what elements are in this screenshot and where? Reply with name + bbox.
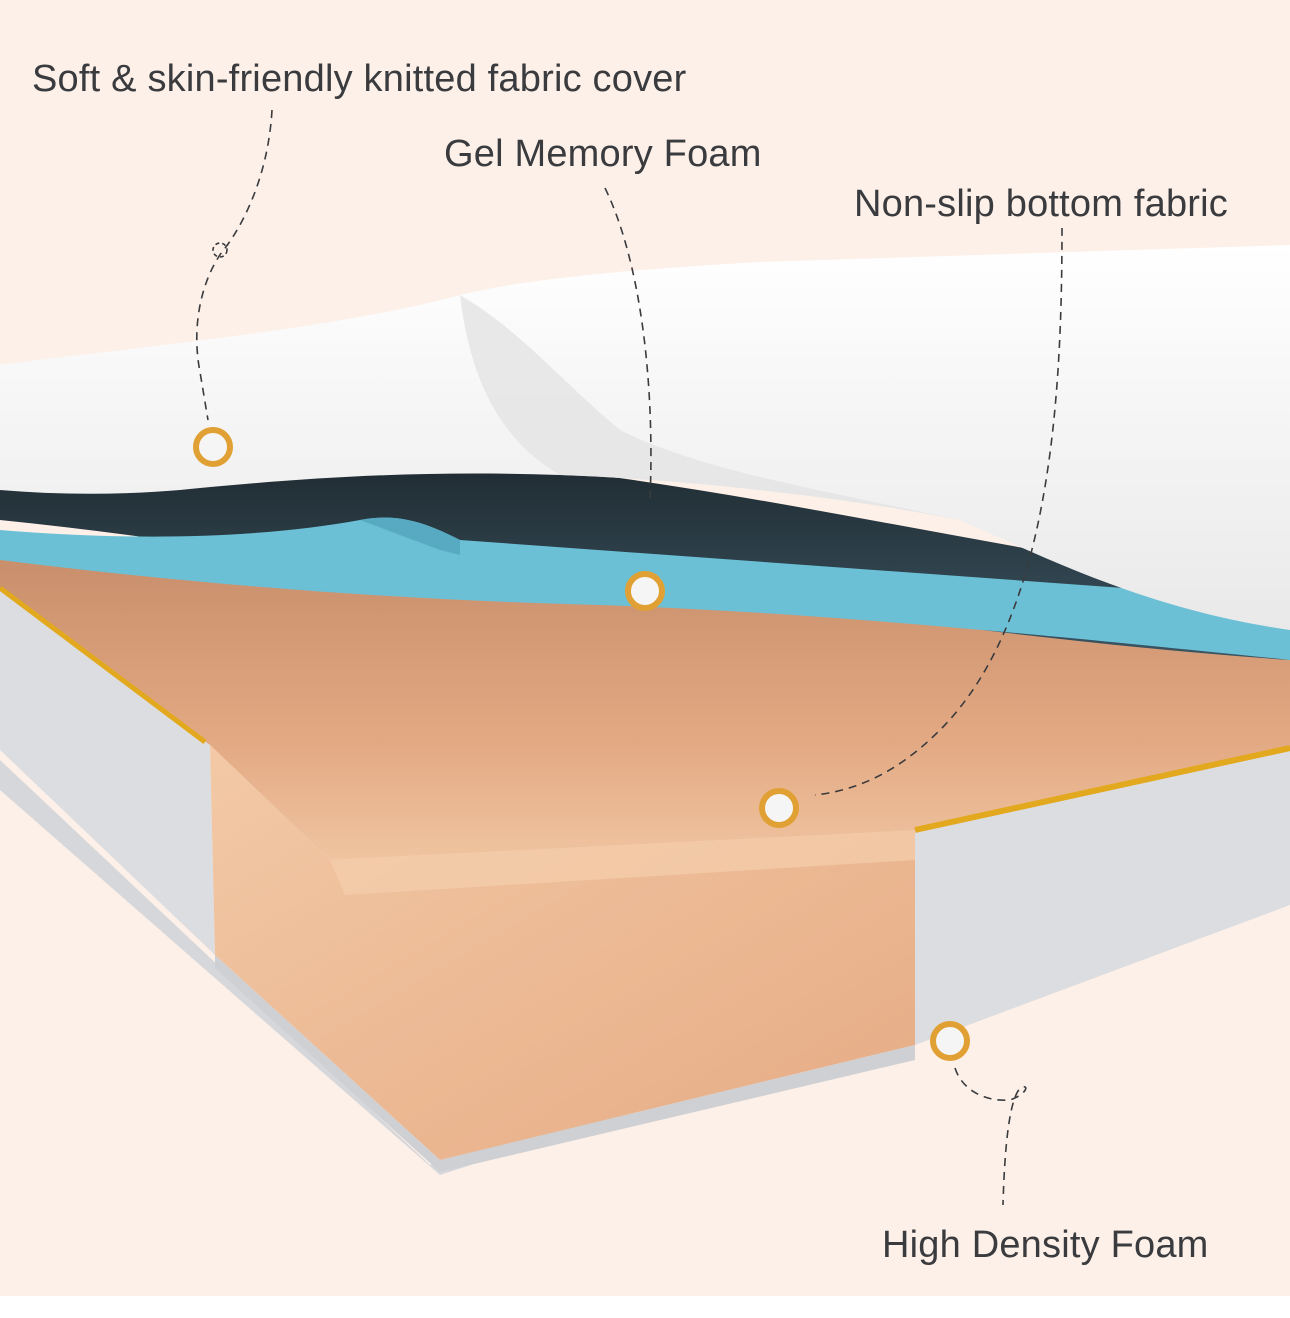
right-side-panel [915, 750, 1290, 1045]
leader-line-cover [196, 109, 273, 421]
leader-lines [196, 109, 1063, 1206]
bottom-fabric-shape [0, 760, 1290, 1175]
marker-gel-memory-foam [625, 571, 665, 611]
high-density-foam-top [0, 560, 1290, 860]
label-gel-memory-foam: Gel Memory Foam [444, 133, 762, 175]
cover-fold-shading [460, 295, 960, 520]
left-side-panel [0, 590, 215, 955]
leader-line-bottom [814, 227, 1063, 796]
left-zipper-trim [0, 586, 207, 744]
marker-knitted-cover [193, 427, 233, 467]
leader-line-gel [604, 187, 652, 501]
label-knitted-cover: Soft & skin-friendly knitted fabric cove… [32, 58, 687, 100]
gel-memory-foam-front [360, 517, 460, 555]
marker-high-density-foam [930, 1021, 970, 1061]
bottom-sheet-edge [215, 955, 915, 1172]
leader-line-base [954, 1067, 1027, 1206]
right-zipper-trim [914, 745, 1290, 833]
marker-high-density-foam-top [759, 788, 799, 828]
label-non-slip-bottom: Non-slip bottom fabric [854, 183, 1228, 225]
label-high-density-foam: High Density Foam [882, 1224, 1209, 1266]
knitted-cover-shape [0, 245, 1290, 630]
foam-block-edge [330, 830, 920, 895]
